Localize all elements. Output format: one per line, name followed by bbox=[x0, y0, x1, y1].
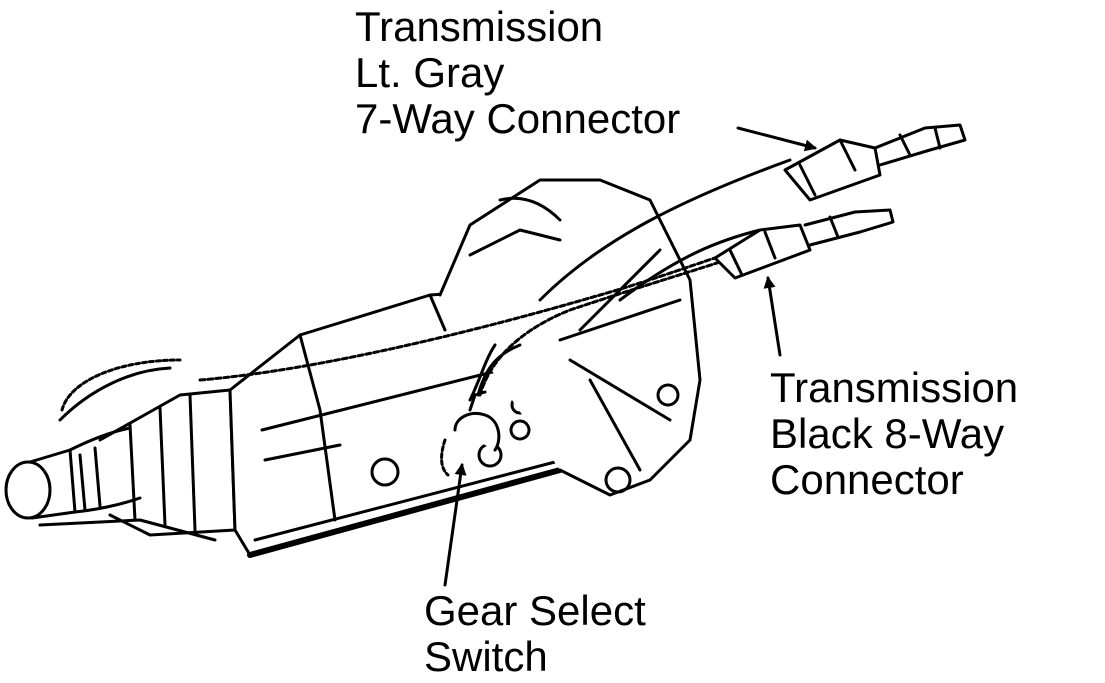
lt-gray-7-way-connector bbox=[783, 123, 967, 202]
callout-line: Lt. Gray bbox=[355, 49, 505, 96]
callout-line: Transmission bbox=[355, 3, 604, 50]
callout-label-gear-select-switch: Gear Select Switch bbox=[424, 588, 646, 680]
bell-housing bbox=[438, 178, 702, 497]
black-8-way-connector bbox=[713, 208, 895, 280]
callout-line: Switch bbox=[424, 633, 548, 680]
callout-line: Gear Select bbox=[424, 587, 646, 634]
arrow-7way bbox=[736, 126, 817, 152]
transmission-case bbox=[228, 288, 563, 558]
callout-arrows bbox=[443, 126, 817, 587]
arrow-8way bbox=[763, 276, 782, 357]
arrow-gear bbox=[443, 463, 467, 587]
wiring-harness bbox=[198, 158, 792, 402]
gear-select-switch bbox=[440, 343, 522, 477]
callout-line: Connector bbox=[770, 456, 964, 503]
output-shaft bbox=[4, 426, 142, 520]
callout-label-7-way-connector: Transmission Lt. Gray 7-Way Connector bbox=[355, 4, 680, 142]
callout-label-8-way-connector: Transmission Black 8-Way Connector bbox=[770, 365, 1018, 503]
callout-line: Black 8-Way bbox=[770, 410, 1005, 457]
callout-line: Transmission bbox=[770, 364, 1019, 411]
callout-line: 7-Way Connector bbox=[355, 95, 681, 142]
